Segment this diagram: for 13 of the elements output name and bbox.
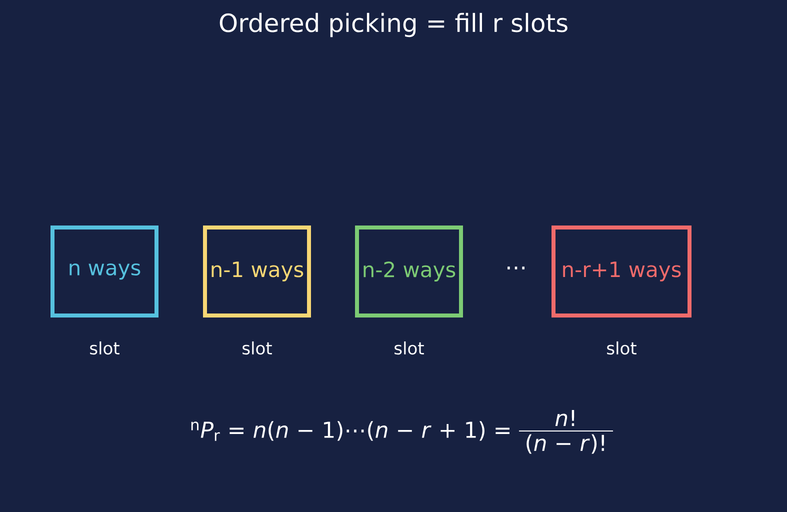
slot-box: n-1 ways — [203, 226, 311, 318]
slot-label: slot — [242, 341, 272, 355]
fraction-denominator: (n − r)! — [526, 434, 604, 454]
slot-box: n-2 ways — [355, 226, 463, 318]
slot-box: n-r+1 ways — [552, 226, 692, 318]
ellipsis: … — [508, 266, 524, 270]
fraction-numerator: n! — [555, 410, 574, 426]
slot-label: slot — [394, 341, 424, 355]
slot-box: n ways — [50, 226, 158, 318]
formula: $^{n}$P$_{r}$ = n(n − 1)⋯(n − r + 1) = — [191, 421, 510, 441]
slot-label: slot — [607, 341, 636, 355]
title: Ordered picking = fill r slots — [220, 12, 568, 38]
slot-label: slot — [90, 341, 120, 355]
